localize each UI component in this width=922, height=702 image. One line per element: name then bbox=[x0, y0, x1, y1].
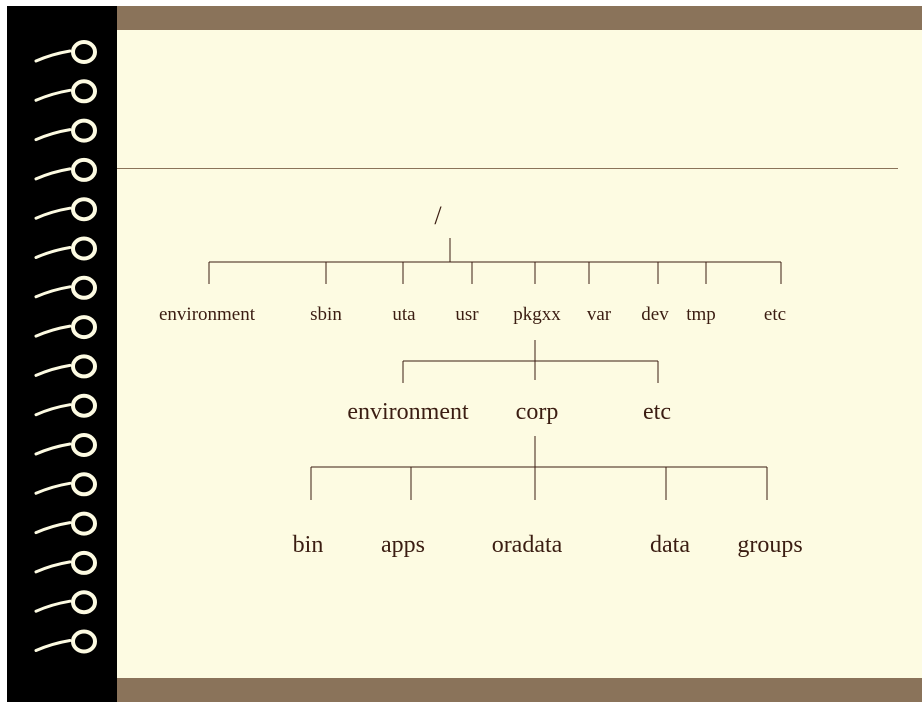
top-frame-bar bbox=[117, 6, 922, 30]
binding-ring-icon bbox=[34, 315, 97, 340]
binding-ring-icon bbox=[34, 393, 97, 418]
node-environment: environment bbox=[158, 304, 256, 325]
binding-ring-icon bbox=[34, 118, 97, 143]
binding-ring-icon bbox=[34, 354, 97, 379]
node-tmp: tmp bbox=[686, 304, 716, 325]
binding-ring-icon bbox=[34, 511, 97, 536]
node-var: var bbox=[586, 304, 612, 325]
node-pkgxx-environment: environment bbox=[347, 399, 469, 425]
node-corp-data: data bbox=[650, 532, 690, 558]
node-pkgxx: pkgxx bbox=[513, 304, 561, 325]
binding-ring-icon bbox=[34, 236, 97, 261]
node-corp-apps: apps bbox=[381, 532, 425, 558]
node-usr: usr bbox=[455, 304, 479, 325]
binding-ring-icon bbox=[34, 433, 97, 457]
node-sbin: sbin bbox=[310, 304, 342, 325]
title-divider-line bbox=[117, 168, 898, 169]
binding-ring-icon bbox=[34, 550, 97, 575]
binding-ring-icon bbox=[34, 157, 97, 182]
binding-ring-icon bbox=[34, 40, 97, 64]
root-node: / bbox=[434, 201, 442, 230]
node-corp-groups: groups bbox=[737, 532, 803, 558]
node-corp-oradata: oradata bbox=[491, 532, 563, 558]
binding-ring-icon bbox=[34, 79, 97, 104]
binding-ring-icon bbox=[34, 629, 97, 654]
spiral-binding-strip bbox=[7, 6, 117, 702]
binding-ring-icon bbox=[34, 275, 97, 300]
node-dev: dev bbox=[641, 304, 669, 325]
binding-ring-icon bbox=[34, 590, 97, 615]
node-corp-bin: bin bbox=[292, 532, 324, 558]
binding-ring-icon bbox=[34, 197, 97, 222]
binding-ring-icon bbox=[34, 472, 97, 497]
node-pkgxx-corp: corp bbox=[515, 399, 559, 425]
node-pkgxx-etc: etc bbox=[643, 399, 671, 425]
bottom-frame-bar bbox=[117, 678, 922, 702]
slide-background bbox=[117, 30, 922, 678]
node-uta: uta bbox=[392, 304, 416, 325]
node-etc: etc bbox=[763, 304, 787, 325]
